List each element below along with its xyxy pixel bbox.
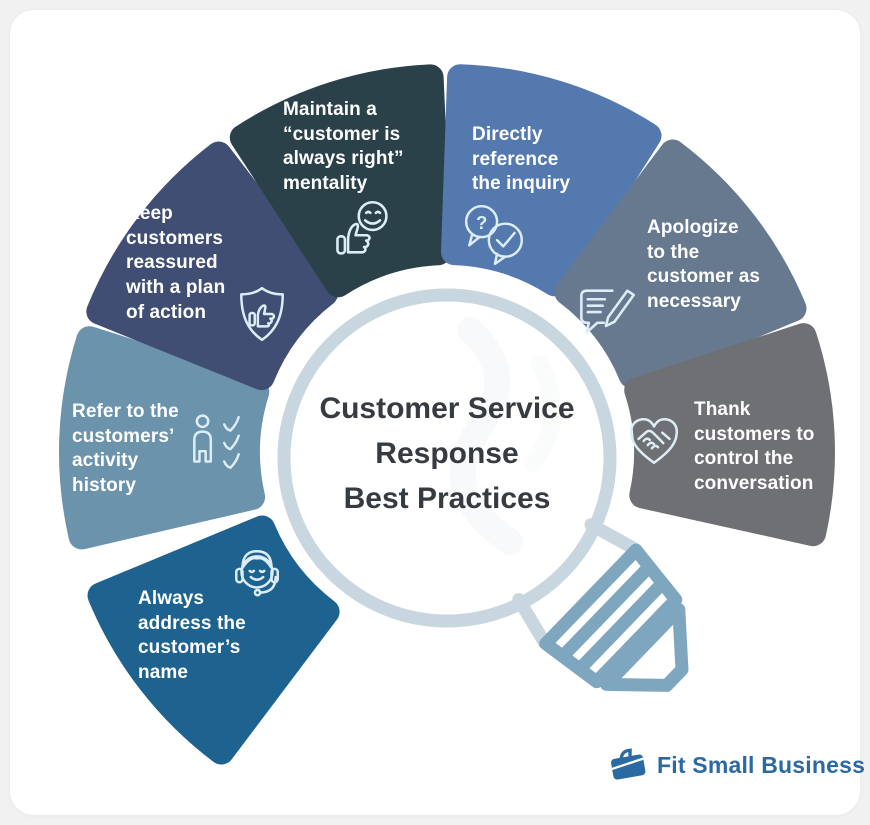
wedge-refer-activity-history [59, 326, 270, 550]
wedge-keep-customers-reassured [86, 141, 339, 391]
person-checklist-icon [193, 414, 240, 469]
lightbulb-graphic [277, 288, 689, 692]
wedge-apologize-as-necessary [554, 139, 807, 389]
bulb-neck [512, 518, 642, 649]
segment-thank-customers-label: Thank customers to control the conversat… [694, 399, 815, 495]
segment-apologize-as-necessary-label: Apologize to the customer as necessary [647, 217, 761, 313]
brand-logo-text: Fit Small Business [657, 751, 866, 778]
bulb-tip [600, 603, 689, 692]
svg-text:?: ? [476, 212, 487, 233]
brand-logo: Fit Small Business [608, 746, 865, 784]
segment-keep-customers-reassured-label: Keep customers reassured with a plan of … [126, 203, 226, 323]
handshake-heart-icon [629, 418, 679, 464]
headset-icon [235, 549, 279, 597]
wedge-group [59, 64, 835, 765]
note-pencil-icon [580, 289, 636, 334]
bulb-circle [277, 288, 617, 628]
segment-refer-activity-history-label: Refer to the customers’ activity history [72, 401, 179, 497]
wedge-maintain-mentality [229, 64, 452, 298]
segment-maintain-mentality-label: Maintain a “customer is always right” me… [283, 99, 404, 195]
bulb-watermark [449, 317, 523, 555]
bulb-socket-stripes [556, 560, 669, 676]
bulb-watermark [525, 356, 562, 472]
thumbsup-smiley-icon [336, 200, 388, 255]
chat-bubbles-icon: ? [464, 204, 524, 266]
wedge-thank-customers [624, 323, 835, 547]
segment-always-address-name-label: Always address the customer’s name [138, 588, 246, 684]
briefcase-icon [611, 748, 646, 780]
shield-thumbsup-icon [240, 286, 284, 342]
bulb-base [512, 518, 689, 692]
wedge-always-address-name [87, 515, 340, 765]
wedge-directly-reference-inquiry [441, 64, 662, 297]
center-title: Customer Service Response Best Practices [319, 392, 575, 515]
segment-directly-reference-inquiry-label: Directly reference the inquiry [472, 124, 571, 195]
